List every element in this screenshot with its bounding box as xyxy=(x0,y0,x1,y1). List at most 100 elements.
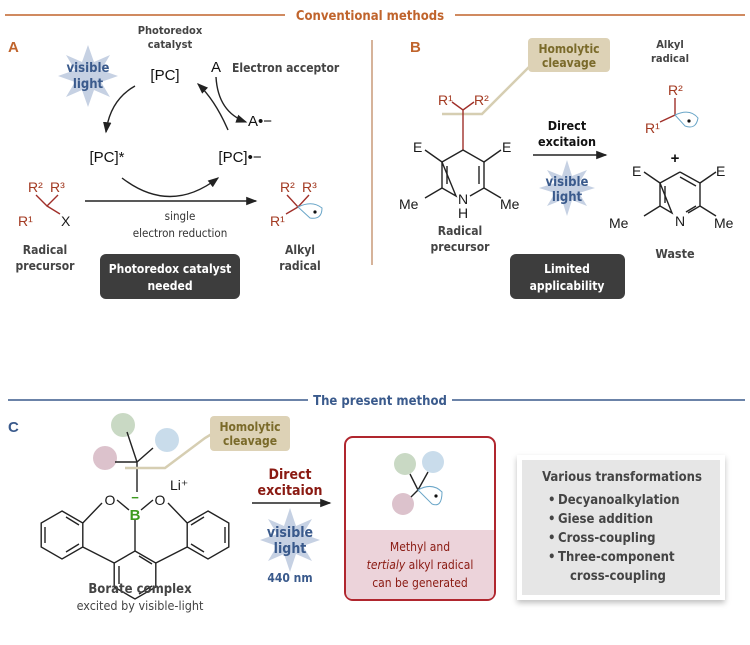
transformations-box: Various transformations • Decyanoalkylat… xyxy=(517,455,725,600)
radical-dot xyxy=(434,494,438,498)
condition-text: Direct xyxy=(548,118,587,133)
panel-c: C O O B − Li⁺ Homolytic cleavage Direct … xyxy=(8,413,725,613)
cleavage-text: Homolytic xyxy=(219,420,280,434)
cleavage-pointer xyxy=(442,65,531,116)
transformation-item: Three-component xyxy=(558,550,675,565)
precursor-x: X xyxy=(61,213,71,229)
precursor-r1: R¹ xyxy=(18,213,33,229)
visible-light-text-2: light xyxy=(552,190,583,205)
product-label-2: radical xyxy=(651,52,689,65)
lithium-ion: Li⁺ xyxy=(170,477,188,493)
boron: B xyxy=(130,507,141,524)
visible-light-text: visible xyxy=(67,61,110,76)
panel-b-label: B xyxy=(410,39,421,56)
boron-charge: − xyxy=(131,490,139,505)
precursor-me: Me xyxy=(500,196,520,212)
precursor-label-2: precursor xyxy=(16,259,76,273)
result-text: Methyl and xyxy=(390,540,450,554)
result-text-2: tertialy alkyl radical xyxy=(367,558,474,572)
waste-e: E xyxy=(716,163,725,179)
pc-reduced: [PC]•− xyxy=(218,149,261,166)
oxygen-right: O xyxy=(155,492,166,508)
result-box: Methyl and tertialy alkyl radical can be… xyxy=(344,436,496,601)
cycle-arrow xyxy=(121,177,220,198)
header-present-text: The present method xyxy=(313,394,447,409)
oxygen-left: O xyxy=(105,492,116,508)
product-r2: R² xyxy=(280,179,295,195)
reaction-label-2: electron reduction xyxy=(133,226,228,240)
note-text-2: needed xyxy=(147,279,192,293)
acceptor: A xyxy=(211,59,221,76)
radical-orbital-icon xyxy=(674,111,699,128)
visible-light-text: visible xyxy=(546,175,589,190)
precursor-label: Radical xyxy=(23,243,67,257)
precursor-n: N xyxy=(458,191,468,207)
cleavage-box xyxy=(210,416,290,451)
precursor-r2: R² xyxy=(474,92,489,108)
product-r1: R¹ xyxy=(645,120,660,136)
cleavage-box xyxy=(528,38,610,72)
panel-a: A Photoredox catalyst visible light [PC]… xyxy=(8,24,340,299)
precursor-r1: R¹ xyxy=(438,92,453,108)
bullet: • xyxy=(548,493,555,508)
substituent-circle-pink xyxy=(392,493,414,515)
precursor-me: Me xyxy=(399,196,419,212)
pc: [PC] xyxy=(150,67,179,84)
product-label: Alkyl xyxy=(285,243,315,257)
cycle-arrow xyxy=(196,83,229,131)
product-label-2: radical xyxy=(279,259,320,273)
visible-light-text-2: light xyxy=(73,77,104,92)
precursor-label: Radical xyxy=(438,224,482,238)
condition-text-2: excitaion xyxy=(258,483,323,499)
acceptor-label: Electron acceptor xyxy=(232,61,340,75)
plus-sign: + xyxy=(671,150,680,167)
substituent-circle-green xyxy=(394,453,416,475)
note-text: Photoredox catalyst xyxy=(109,262,232,276)
condition-text-2: excitaion xyxy=(538,134,596,149)
visible-light-star-icon: visible light xyxy=(260,508,320,572)
precursor-bonds xyxy=(35,194,61,215)
note-box xyxy=(100,254,240,299)
visible-light-text: visible xyxy=(267,525,313,541)
bullet: • xyxy=(548,512,555,527)
waste-e: E xyxy=(632,163,641,179)
borate-complex-structure: O O B − Li⁺ xyxy=(40,413,230,600)
reaction-label: single xyxy=(165,209,196,223)
dihydropyridine-structure: R¹ R² E E Me Me N H xyxy=(399,92,520,221)
radical-orbital-icon xyxy=(297,203,323,219)
wavelength: 440 nm xyxy=(267,571,312,585)
radical-orbital-icon xyxy=(417,486,443,506)
bullet: • xyxy=(548,531,555,546)
complex-sublabel: excited by visible-light xyxy=(77,598,204,613)
transformation-item: Cross-coupling xyxy=(558,531,656,546)
catalyst-title: Photoredox xyxy=(138,24,203,37)
panel-b: B Homolytic cleavage Alkyl radical R¹ R²… xyxy=(399,38,734,299)
waste-me: Me xyxy=(609,215,629,231)
waste-n: N xyxy=(675,213,685,229)
pc-excited: [PC]* xyxy=(89,149,124,166)
alkyl-radical-product: R² R¹ xyxy=(645,82,699,136)
acceptor-reduced: A•− xyxy=(248,113,272,130)
cycle-arrow xyxy=(103,85,136,134)
note-text-2: applicability xyxy=(530,279,605,293)
transformation-item: Giese addition xyxy=(558,512,653,527)
result-text-3: can be generated xyxy=(372,576,468,590)
visible-light-text-2: light xyxy=(274,541,307,557)
waste-me: Me xyxy=(714,215,734,231)
visible-light-star-icon: visible light xyxy=(539,160,595,216)
note-text: Limited xyxy=(544,262,590,276)
transformation-item: Decyanoalkylation xyxy=(558,493,680,508)
precursor-e: E xyxy=(502,139,511,155)
header-conventional: Conventional methods xyxy=(5,9,745,24)
condition-text: Direct xyxy=(268,467,311,483)
precursor-label-2: precursor xyxy=(431,240,491,254)
bullet: • xyxy=(548,550,555,565)
substituent-circle-green xyxy=(111,413,135,437)
transformations-title: Various transformations xyxy=(542,470,702,485)
note-box xyxy=(510,254,625,299)
product-r2: R² xyxy=(668,82,683,98)
precursor-r2: R² xyxy=(28,179,43,195)
substituent-circle-blue xyxy=(155,428,179,452)
acceptor-arrow xyxy=(215,76,248,123)
